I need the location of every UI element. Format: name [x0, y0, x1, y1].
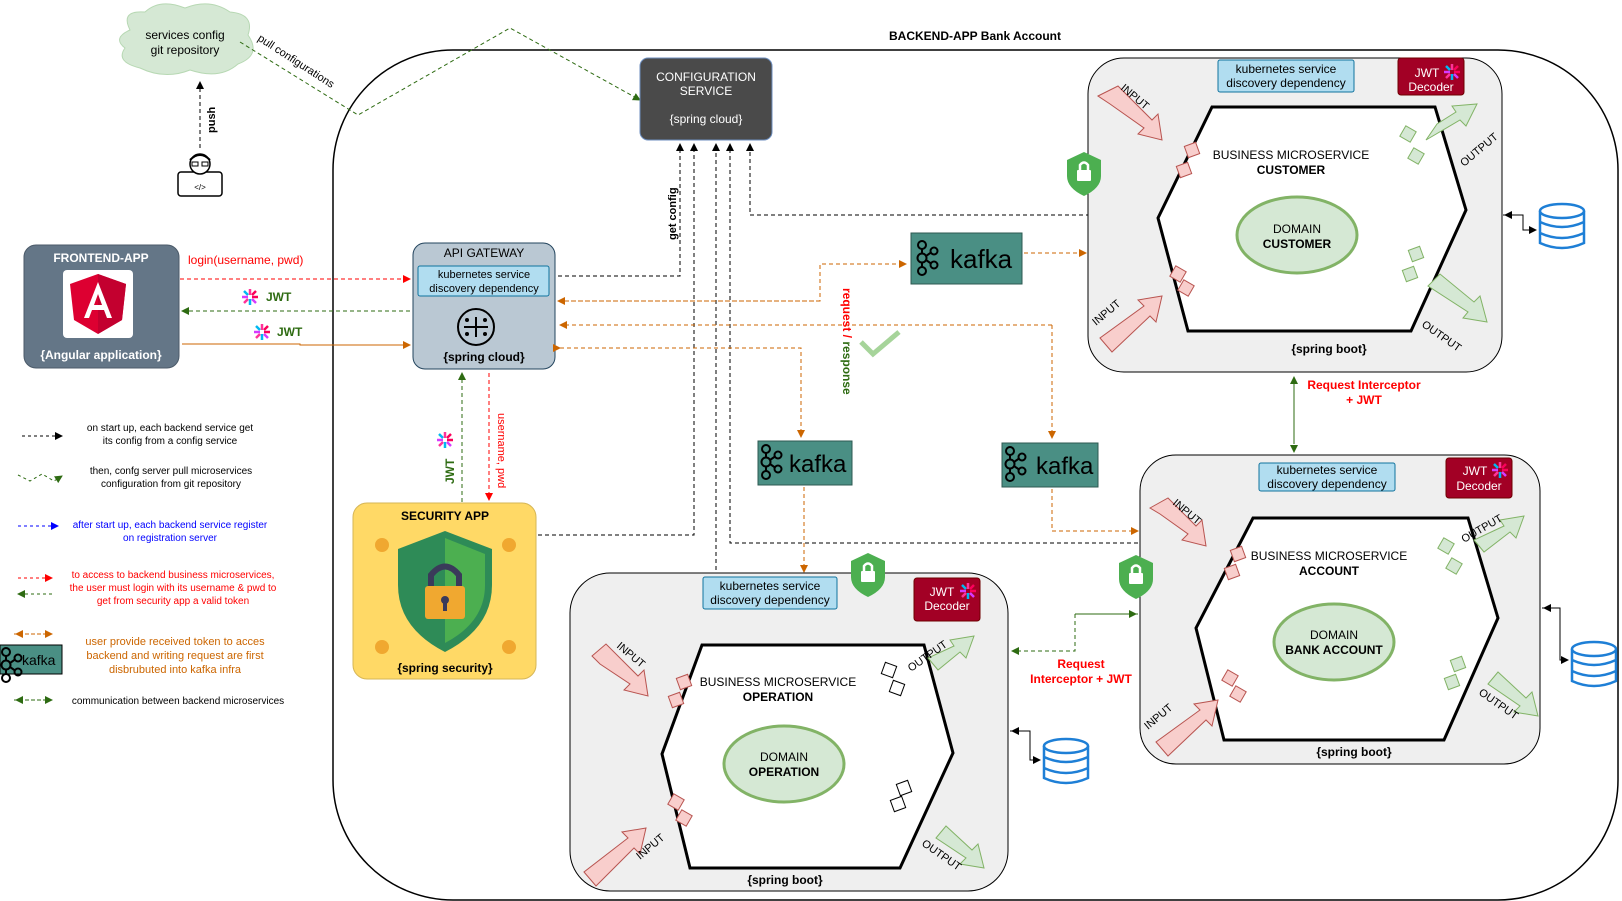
- legend-3-l1: after start up, each backend service reg…: [73, 520, 268, 531]
- gateway-k8s-box: [417, 265, 550, 297]
- svg-text:{spring boot}: {spring boot}: [1316, 745, 1392, 759]
- login-label: login(username, pwd): [188, 253, 303, 267]
- svg-text:JWT: JWT: [930, 585, 955, 599]
- kafka-broker-operation: kafka: [757, 440, 853, 486]
- legend-4-l3: get from security app a valid token: [97, 596, 249, 607]
- svg-text:kafka: kafka: [950, 244, 1013, 274]
- req-interceptor-1: Request Interceptor: [1307, 378, 1421, 392]
- database-icon: [1042, 737, 1090, 785]
- frontend-title: FRONTEND-APP: [53, 251, 148, 265]
- customer-microservice: kubernetes service discovery dependency …: [1087, 57, 1503, 373]
- config-sub: {spring cloud}: [670, 112, 743, 126]
- req-interceptor-b1: Request: [1057, 657, 1104, 671]
- svg-text:Decoder: Decoder: [1408, 80, 1453, 94]
- svg-text:JWT: JWT: [1415, 66, 1440, 80]
- svg-text:Decoder: Decoder: [1456, 479, 1501, 493]
- kafka-broker-account: kafka: [1001, 442, 1099, 488]
- gateway-k8s1: kubernetes service: [438, 269, 530, 281]
- svg-text:kubernetes service: kubernetes service: [1236, 62, 1337, 76]
- legend-5-l2: backend and writing request are first: [86, 650, 263, 662]
- gateway-icon: [457, 308, 495, 346]
- jwt-icon: [252, 322, 272, 342]
- push-label: push: [206, 106, 218, 133]
- jwt-label-3: JWT: [443, 458, 457, 484]
- legend-3-l2: on registration server: [123, 533, 218, 544]
- check-icon: [859, 330, 901, 358]
- config-title-1: CONFIGURATION: [656, 70, 756, 84]
- diagram-title: BACKEND-APP Bank Account: [889, 29, 1061, 43]
- jwt-label-2: JWT: [277, 325, 303, 339]
- svg-text:ACCOUNT: ACCOUNT: [1299, 564, 1360, 578]
- svg-text:Decoder: Decoder: [924, 599, 969, 613]
- kafka-broker-top: kafka: [910, 232, 1023, 285]
- legend-4-l1: to access to backend business microservi…: [72, 570, 275, 581]
- svg-text:kafka: kafka: [1036, 453, 1094, 480]
- git-repo-cloud: [119, 3, 254, 75]
- account-microservice: kubernetes service discovery dependency …: [1139, 454, 1541, 765]
- svg-text:kubernetes service: kubernetes service: [1277, 463, 1378, 477]
- legend-1-l1: on start up, each backend service get: [87, 423, 253, 434]
- req-interceptor-2: + JWT: [1346, 393, 1382, 407]
- database-icon: [1538, 202, 1586, 250]
- svg-text:BUSINESS MICROSERVICE: BUSINESS MICROSERVICE: [700, 675, 856, 689]
- svg-text:OPERATION: OPERATION: [749, 765, 819, 779]
- svg-text:BANK ACCOUNT: BANK ACCOUNT: [1285, 643, 1383, 657]
- svg-text:kafka: kafka: [789, 451, 847, 478]
- backend-boundary: [332, 49, 1619, 901]
- svg-text:</>: </>: [194, 183, 206, 192]
- svg-text:DOMAIN: DOMAIN: [1310, 628, 1358, 642]
- legend-kafka-label: kafka: [22, 652, 56, 668]
- cloud-line2: git repository: [151, 43, 220, 57]
- gateway-title: API GATEWAY: [444, 246, 524, 260]
- svg-text:{spring boot}: {spring boot}: [1291, 342, 1367, 356]
- legend-5-l1: user provide received token to acces: [85, 636, 265, 648]
- legend-6-l1: communication between backend microservi…: [72, 696, 284, 707]
- svg-text:JWT: JWT: [1463, 464, 1488, 478]
- svg-text:kubernetes service: kubernetes service: [720, 579, 821, 593]
- request-response-label: request / response: [840, 288, 854, 395]
- configuration-service: [639, 57, 773, 141]
- pull-label: pull configurations: [255, 32, 336, 91]
- jwt-icon: [240, 287, 260, 307]
- svg-text:CUSTOMER: CUSTOMER: [1263, 237, 1332, 251]
- legend: on start up, each backend service get it…: [0, 423, 284, 707]
- legend-1-l2: its config from a config service: [103, 436, 238, 447]
- svg-text:CUSTOMER: CUSTOMER: [1257, 163, 1326, 177]
- svg-text:{spring boot}: {spring boot}: [747, 873, 823, 887]
- get-config-label: get config: [667, 187, 679, 240]
- angular-icon: [70, 274, 126, 334]
- svg-text:OPERATION: OPERATION: [743, 690, 813, 704]
- gateway-k8s2: discovery dependency: [429, 283, 539, 295]
- jwt-label-1: JWT: [266, 290, 292, 304]
- operation-microservice: kubernetes service discovery dependency …: [569, 572, 1009, 892]
- config-title-2: SERVICE: [680, 84, 732, 98]
- developer-icon: </>: [177, 153, 223, 197]
- frontend-sub: {Angular application}: [40, 348, 162, 362]
- jwt-icon: [435, 430, 455, 450]
- svg-text:discovery dependency: discovery dependency: [1226, 76, 1345, 90]
- shield-lock-icon: [375, 531, 516, 654]
- svg-text:BUSINESS MICROSERVICE: BUSINESS MICROSERVICE: [1213, 148, 1369, 162]
- security-title: SECURITY APP: [401, 509, 489, 523]
- legend-5-l3: disbrubuted into kafka infra: [109, 664, 242, 676]
- cloud-line1: services config: [145, 28, 224, 42]
- legend-2-l1: then, confg server pull microservices: [90, 466, 252, 477]
- database-icon: [1570, 640, 1618, 688]
- svg-text:discovery dependency: discovery dependency: [710, 593, 829, 607]
- gateway-sub: {spring cloud}: [443, 350, 525, 364]
- svg-text:discovery dependency: discovery dependency: [1267, 477, 1386, 491]
- legend-4-l2: the user must login with its username & …: [70, 583, 277, 594]
- security-sub: {spring security}: [397, 661, 493, 675]
- svg-text:DOMAIN: DOMAIN: [760, 750, 808, 764]
- req-interceptor-b2: Interceptor + JWT: [1030, 672, 1132, 686]
- username-pwd-label: username, pwd: [495, 413, 507, 488]
- svg-text:DOMAIN: DOMAIN: [1273, 222, 1321, 236]
- svg-text:BUSINESS MICROSERVICE: BUSINESS MICROSERVICE: [1251, 549, 1407, 563]
- legend-2-l2: configuration from git repository: [101, 479, 241, 490]
